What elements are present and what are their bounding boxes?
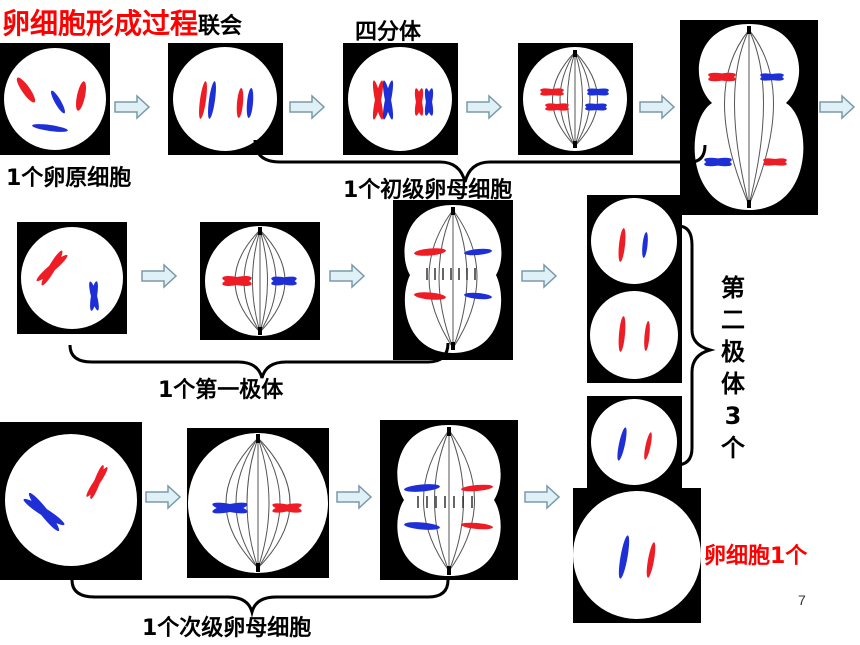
- arrow: [141, 264, 177, 288]
- label-second-polar-body: 第 二 极 体 3 个: [713, 272, 753, 464]
- blue-chromosome: [464, 248, 492, 300]
- arrow: [289, 95, 325, 119]
- cell-second-polar-body-2: [587, 288, 682, 383]
- cell-first-polar-body: [17, 222, 127, 334]
- label-oogonium: 1个卵原细胞: [6, 166, 132, 191]
- red-chromosome: [86, 465, 108, 499]
- blue-chromosome: [617, 427, 627, 461]
- red-chromosome: [414, 248, 446, 300]
- label-secondary-oocyte: 1个次级卵母细胞: [142, 616, 312, 641]
- blue-chromosome: [32, 90, 68, 132]
- blue-chromosome: [404, 484, 440, 530]
- red-chromosome: [646, 542, 656, 578]
- page-number: 7: [798, 592, 806, 608]
- cell-second-polar-body-3: [587, 396, 682, 488]
- red-chromosome: [16, 77, 87, 111]
- cell-egg: [573, 488, 701, 623]
- brace-first-polar-body: [68, 342, 450, 379]
- red-chromosome: [708, 72, 787, 166]
- cell-oocyte-metaphase-2: [187, 428, 329, 578]
- blue-chromosome: [271, 276, 297, 286]
- red-chromosome: [461, 484, 493, 530]
- cell-secondary-oocyte: [0, 422, 142, 580]
- label-primary-oocyte: 1个初级卵母细胞: [343, 178, 513, 203]
- arrow: [145, 485, 181, 509]
- arrow: [819, 95, 855, 119]
- title: 卵细胞形成过程联会: [2, 2, 242, 42]
- arrow: [114, 95, 150, 119]
- label-char: 二: [721, 306, 745, 334]
- red-chromosome: [372, 80, 424, 120]
- blue-chromosome: [618, 535, 630, 579]
- spindle-fibers: [724, 29, 774, 206]
- title-main: 卵细胞形成过程: [2, 7, 199, 40]
- blue-chromosome: [212, 502, 248, 514]
- brace-second-polar-body: [675, 224, 716, 467]
- label-tetrad: 四分体: [355, 20, 422, 45]
- blue-chromosome: [23, 492, 65, 532]
- blue-chromosome: [642, 232, 648, 258]
- blue-chromosome: [89, 281, 99, 311]
- arrow: [466, 95, 502, 119]
- cell-polar-metaphase-2: [200, 222, 320, 340]
- label-first-polar-body: 1个第一极体: [158, 378, 284, 403]
- spindle-midzone: [426, 268, 476, 280]
- red-chromosome: [199, 81, 244, 119]
- red-chromosome: [222, 275, 252, 287]
- spindle-midzone: [417, 496, 473, 508]
- title-sub: 联会: [198, 14, 243, 39]
- red-chromosome: [644, 321, 650, 351]
- cell-metaphase-1: [518, 43, 633, 155]
- cell-synapsis: [168, 43, 283, 155]
- label-egg-cell: 卵细胞1个: [704, 544, 808, 569]
- arrow: [336, 485, 372, 509]
- label-char: 极: [721, 338, 745, 366]
- cell-tetrad: [343, 43, 458, 155]
- label-char: 3: [724, 402, 742, 430]
- label-char: 第: [721, 274, 745, 302]
- label-char: 体: [721, 370, 745, 398]
- cell-polar-anaphase-2: [393, 200, 513, 360]
- cell-oogonium: [0, 43, 110, 155]
- blue-chromosome: [382, 80, 434, 120]
- spindle-fibers: [225, 437, 291, 569]
- arrow: [329, 264, 365, 288]
- cell-second-polar-body-1: [587, 195, 682, 288]
- blue-chromosome: [704, 73, 784, 167]
- brace-primary-oocyte: [253, 139, 707, 183]
- cell-oocyte-anaphase-2: [380, 420, 518, 580]
- blue-chromosome: [585, 88, 609, 111]
- red-chromosome: [618, 316, 626, 352]
- red-chromosome: [618, 228, 626, 262]
- red-chromosome: [36, 250, 68, 286]
- arrow: [524, 485, 560, 509]
- cell-anaphase-1: [680, 20, 818, 215]
- red-chromosome: [644, 432, 652, 460]
- arrow: [521, 264, 557, 288]
- label-char: 个: [721, 434, 745, 462]
- red-chromosome: [540, 88, 569, 111]
- blue-chromosome: [208, 81, 254, 119]
- arrow: [639, 95, 675, 119]
- spindle-fibers: [552, 51, 598, 147]
- red-chromosome: [272, 503, 302, 513]
- brace-secondary-oocyte: [70, 579, 450, 618]
